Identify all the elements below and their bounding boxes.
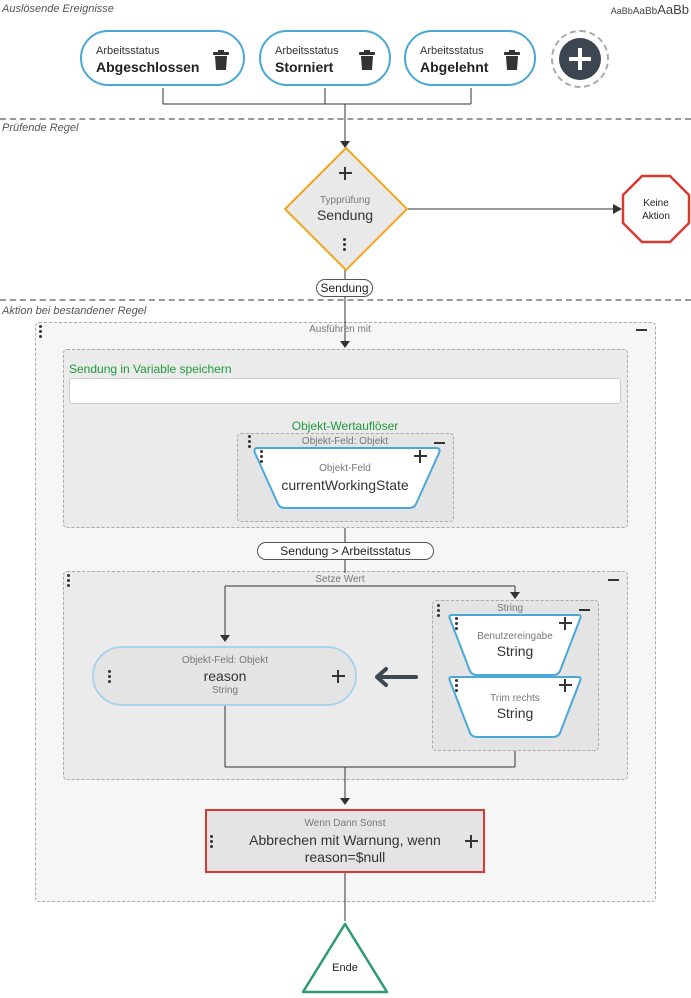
drag-handle-icon[interactable]: [343, 238, 347, 253]
path-label: Sendung > Arbeitsstatus: [257, 542, 434, 560]
if-then-else-title: Wenn Dann Sonst: [304, 818, 386, 829]
trash-icon[interactable]: [213, 50, 229, 70]
type-check-title: Typprüfung: [319, 195, 371, 206]
trigger-node[interactable]: Arbeitsstatus Abgelehnt: [404, 30, 536, 86]
plus-icon[interactable]: [332, 670, 345, 683]
trigger-category: Arbeitsstatus: [420, 45, 484, 57]
minus-icon[interactable]: [579, 609, 590, 611]
drag-handle-icon[interactable]: [455, 617, 459, 632]
trash-icon[interactable]: [359, 50, 375, 70]
trigger-node[interactable]: Arbeitsstatus Abgeschlossen: [80, 30, 245, 86]
drag-handle-icon[interactable]: [437, 604, 441, 619]
font-size-small[interactable]: AaBb: [610, 6, 633, 16]
plus-icon[interactable]: [465, 835, 478, 848]
drag-handle-icon[interactable]: [260, 450, 264, 465]
set-value-title: Setze Wert: [315, 574, 365, 585]
drag-handle-icon[interactable]: [39, 325, 43, 340]
trigger-value: Abgeschlossen: [96, 59, 200, 75]
resolver-field-title: Objekt-Feld: Objekt: [301, 436, 389, 447]
trash-icon[interactable]: [504, 50, 520, 70]
section-checking-rule: Prüfende Regel: [2, 122, 79, 134]
arrow-left-icon: [375, 667, 418, 687]
user-input-title: Benutzereingabe: [477, 631, 553, 642]
if-then-else-line2: reason=$null: [304, 849, 386, 865]
type-check-value: Sendung: [316, 207, 374, 223]
no-action-line2: Aktion: [642, 211, 670, 222]
plus-icon[interactable]: [559, 679, 572, 692]
section-divider: [0, 118, 691, 120]
no-action-node[interactable]: [621, 174, 691, 244]
resolver-title: Objekt-Wertauflöser: [291, 419, 399, 433]
object-field-title: Objekt-Feld: [319, 463, 371, 474]
section-triggering-events: Auslösende Ereignisse: [2, 3, 114, 15]
end-label: Ende: [332, 962, 358, 974]
save-variable-label: Sendung in Variable speichern: [69, 362, 232, 376]
no-action-label: Keine Aktion: [621, 197, 691, 223]
trigger-category: Arbeitsstatus: [96, 45, 160, 57]
end-node[interactable]: [301, 921, 389, 995]
trigger-node[interactable]: Arbeitsstatus Storniert: [259, 30, 391, 86]
target-field-type: String: [211, 685, 239, 696]
trigger-category: Arbeitsstatus: [275, 45, 339, 57]
drag-handle-icon[interactable]: [210, 835, 214, 850]
font-size-medium[interactable]: AaBb: [632, 6, 658, 17]
plus-icon[interactable]: [339, 167, 352, 180]
target-field-node[interactable]: [92, 646, 357, 706]
source-string-title: String: [496, 603, 524, 614]
drag-handle-icon[interactable]: [248, 435, 252, 450]
no-action-line1: Keine: [643, 198, 669, 209]
drag-handle-icon[interactable]: [108, 670, 112, 685]
trim-right-title: Trim rechts: [490, 693, 540, 704]
object-field-node[interactable]: [252, 446, 442, 510]
section-divider: [0, 299, 691, 301]
drag-handle-icon[interactable]: [455, 679, 459, 694]
font-size-switcher[interactable]: AaBbAaBbAaBb: [611, 2, 689, 17]
minus-icon[interactable]: [608, 579, 619, 581]
user-input-node[interactable]: [447, 613, 583, 677]
if-then-else-line1: Abbrechen mit Warnung, wenn: [249, 832, 441, 848]
variable-name-input[interactable]: [69, 378, 621, 404]
section-action-on-pass: Aktion bei bestandener Regel: [2, 305, 147, 317]
trim-right-node[interactable]: [447, 675, 583, 739]
trigger-value: Storniert: [275, 59, 334, 75]
target-field-value: reason: [203, 668, 247, 684]
minus-icon[interactable]: [636, 329, 647, 331]
plus-icon: [559, 38, 601, 80]
target-field-title: Objekt-Feld: Objekt: [181, 655, 269, 666]
execute-with-title: Ausführen mit: [309, 324, 371, 335]
trigger-value: Abgelehnt: [420, 59, 489, 75]
plus-icon[interactable]: [559, 617, 572, 630]
type-label: Sendung: [316, 279, 373, 297]
minus-icon[interactable]: [434, 442, 445, 444]
trim-right-value: String: [496, 705, 534, 721]
plus-icon[interactable]: [414, 450, 427, 463]
if-then-else-node[interactable]: [205, 809, 485, 873]
font-size-large[interactable]: AaBb: [657, 2, 689, 17]
object-field-value: currentWorkingState: [281, 477, 409, 493]
drag-handle-icon[interactable]: [67, 574, 71, 589]
if-then-else-text: Abbrechen mit Warnung, wenn reason=$null: [222, 832, 468, 866]
add-trigger-button[interactable]: [551, 30, 609, 88]
type-check-node[interactable]: [283, 146, 409, 272]
user-input-value: String: [496, 643, 534, 659]
